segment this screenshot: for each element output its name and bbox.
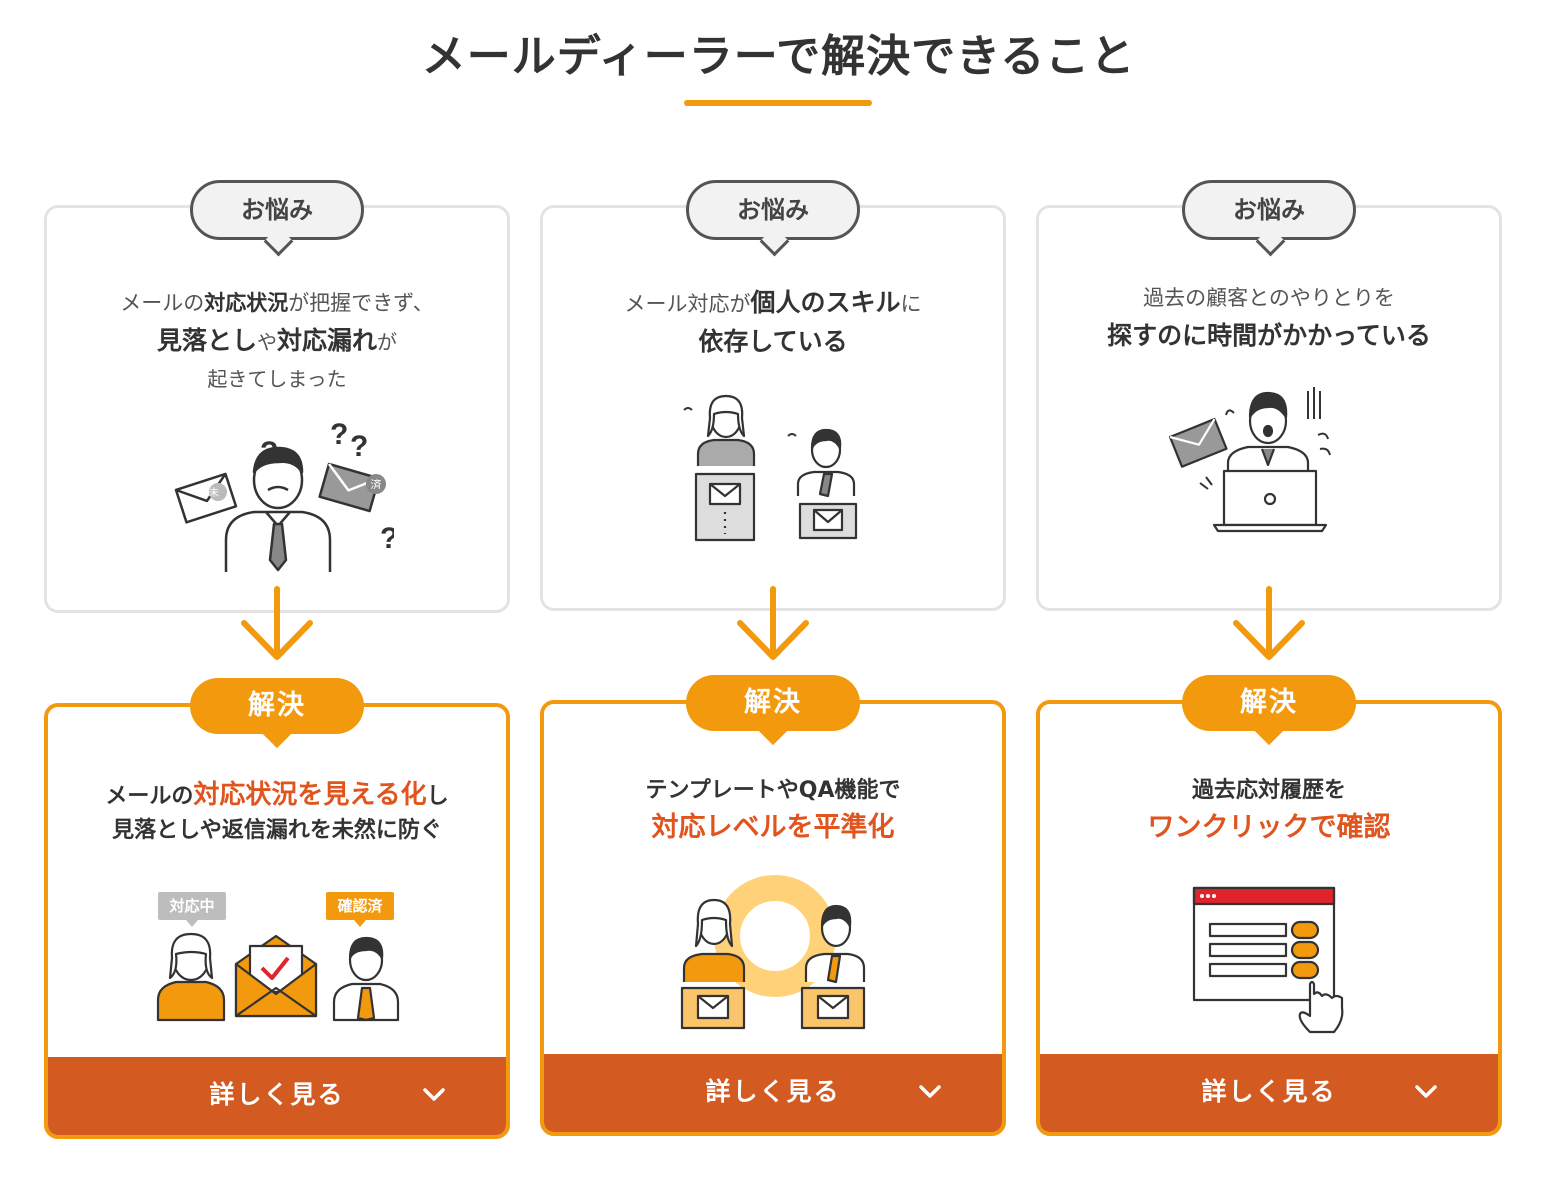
- confused-man-illustration: 未 済 ????: [174, 420, 394, 572]
- in-progress-tag: 対応中: [158, 892, 226, 927]
- chevron-down-icon: [423, 1088, 445, 1101]
- details-button-label: 詳しく見る: [705, 1077, 841, 1106]
- solution-text: メールの対応状況を見える化し 見落としや返信漏れを未然に防ぐ: [105, 780, 449, 843]
- column-history: お悩み 過去の顧客とのやりとりを 探すのに時間がかかっている: [1036, 0, 1502, 1183]
- chevron-down-icon: [919, 1085, 941, 1098]
- solution-text: テンプレートやQA機能で 対応レベルを平準化: [645, 778, 901, 843]
- solution-label: 解決: [1182, 675, 1356, 731]
- searching-laptop-illustration: [1168, 387, 1331, 533]
- one-click-history-illustration: [1192, 886, 1344, 1034]
- column-skill: お悩み メール対応が個人のスキルに 依存している 詳しく見る: [540, 0, 1006, 1183]
- chevron-down-icon: [1415, 1085, 1437, 1098]
- problem-label: お悩み: [1182, 180, 1356, 240]
- svg-text:未: 未: [209, 487, 219, 499]
- solution-text: 過去応対履歴を ワンクリックで確認: [1147, 778, 1391, 843]
- svg-text:?: ?: [380, 522, 394, 555]
- problem-label: お悩み: [190, 180, 364, 240]
- details-button[interactable]: 詳しく見る: [544, 1054, 1002, 1132]
- solution-card: 詳しく見る: [540, 700, 1006, 1136]
- solution-label: 解決: [686, 675, 860, 731]
- problem-text: メール対応が個人のスキルに 依存している: [624, 288, 922, 356]
- solution-label: 解決: [190, 678, 364, 734]
- svg-text:?: ?: [260, 436, 278, 469]
- down-arrow-icon: [1233, 586, 1305, 660]
- standardize-illustration: [680, 875, 866, 1030]
- two-workers-illustration: [683, 394, 858, 542]
- problem-label: お悩み: [686, 180, 860, 240]
- problem-text: メールの対応状況が把握できず、 見落としや対応漏れが 起きてしまった: [120, 291, 434, 391]
- details-button-label: 詳しく見る: [1201, 1077, 1337, 1106]
- solution-card: 詳しく見る: [44, 703, 510, 1139]
- details-button[interactable]: 詳しく見る: [1040, 1054, 1498, 1132]
- mail-check-illustration: [156, 932, 400, 1022]
- svg-text:?: ?: [350, 430, 368, 463]
- page-title: メールディーラーで解決できること: [421, 31, 1136, 82]
- svg-text:?: ?: [330, 420, 348, 451]
- title-underline: [684, 100, 872, 106]
- svg-text:済: 済: [371, 477, 382, 491]
- column-visibility: お悩み メールの対応状況が把握できず、 見落としや対応漏れが 起きてしまった: [44, 0, 510, 1183]
- problem-text: 過去の顧客とのやりとりを 探すのに時間がかかっている: [1107, 286, 1431, 350]
- down-arrow-icon: [241, 586, 313, 660]
- confirmed-tag: 確認済: [326, 892, 394, 927]
- details-button-label: 詳しく見る: [209, 1080, 345, 1109]
- details-button[interactable]: 詳しく見る: [48, 1057, 506, 1135]
- down-arrow-icon: [737, 586, 809, 660]
